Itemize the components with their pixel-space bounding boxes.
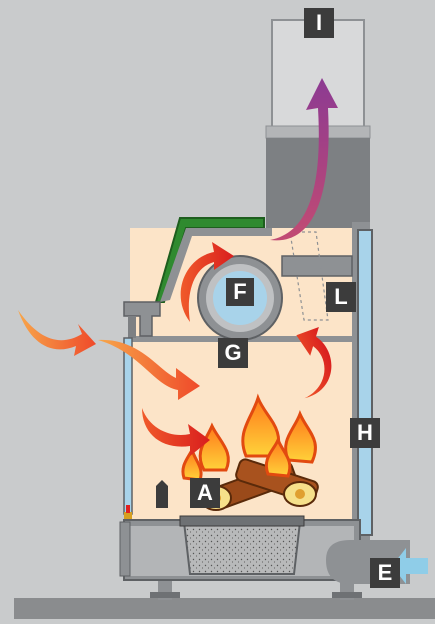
cold-air-arrow-icon [18, 310, 96, 356]
label-i: I [304, 8, 334, 38]
label-l: L [326, 282, 356, 312]
label-h: H [350, 418, 380, 448]
ash-pan [184, 522, 300, 574]
floor [14, 598, 435, 619]
label-g: G [218, 338, 248, 368]
duct-l [282, 256, 352, 276]
label-e: E [370, 558, 400, 588]
label-f: F [226, 278, 254, 306]
grate [180, 516, 304, 526]
log-holder [156, 480, 168, 508]
front-glass-door [124, 338, 132, 514]
label-a: A [190, 478, 220, 508]
air-duct-h [358, 230, 372, 535]
